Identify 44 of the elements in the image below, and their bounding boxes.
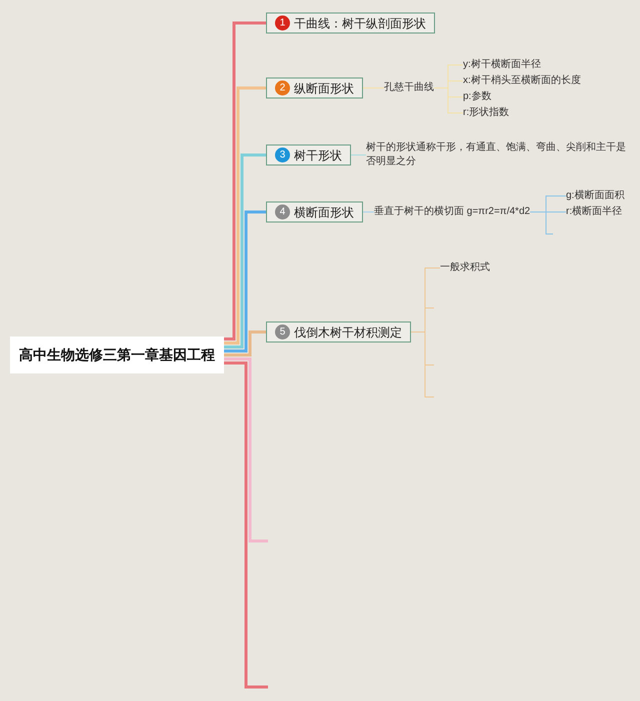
topic-box (266, 144, 351, 166)
branch-line (424, 396, 434, 398)
topic-label: 干曲线：树干纵剖面形状 (294, 17, 426, 29)
branch-line (224, 210, 266, 352)
topic-label: 纵断面形状 (294, 82, 354, 94)
branch-line (424, 364, 426, 398)
branch-line (448, 112, 464, 114)
number-badge: 1 (275, 16, 290, 30)
branch-text: r:形状指数 (463, 106, 510, 120)
branch-line (424, 267, 426, 309)
branch-text: 树干的形状通称干形，有通直、饱满、弯曲、尖削和主干是否明显之分 (366, 141, 634, 169)
branch-line (448, 64, 464, 66)
branch-text: x:树干梢头至横断面的长度 (463, 74, 581, 88)
topic-label: 伐倒木树干材积测定 (294, 326, 402, 338)
branch-line (224, 86, 266, 344)
branch-line (224, 22, 266, 340)
topic-label: 树干形状 (294, 149, 342, 161)
branch-text: 垂直于树干的横切面 g=πr2=π/4*d2 (374, 205, 530, 219)
central-topic: 高中生物选修三第一章基因工程 (10, 336, 224, 374)
branch-text: 一般求积式 (440, 261, 490, 275)
topic-box (266, 78, 363, 98)
branch-text: g:横断面面积 (566, 189, 624, 203)
topic-box (266, 202, 363, 222)
number-badge: 2 (275, 80, 290, 96)
number-badge: 4 (275, 204, 290, 220)
branch-line (350, 154, 366, 156)
branch-text: p:参数 (463, 90, 492, 104)
branch-text: r:横断面半径 (566, 205, 622, 219)
branch-line (424, 331, 426, 366)
branch-line (224, 154, 266, 348)
branch-line (448, 80, 464, 82)
branch-line (424, 307, 426, 333)
topic-box (266, 322, 411, 342)
branch-line (424, 364, 434, 366)
branch-text: 孔慈干曲线 (384, 81, 434, 95)
branch-line (224, 358, 268, 542)
number-badge: 3 (275, 148, 290, 162)
number-badge: 5 (275, 324, 290, 340)
branch-line (224, 330, 266, 356)
branch-line (224, 362, 268, 688)
branch-line (448, 96, 464, 98)
branch-text: y:树干横断面半径 (463, 58, 541, 72)
topic-box (266, 12, 435, 34)
topic-label: 横断面形状 (294, 206, 354, 218)
